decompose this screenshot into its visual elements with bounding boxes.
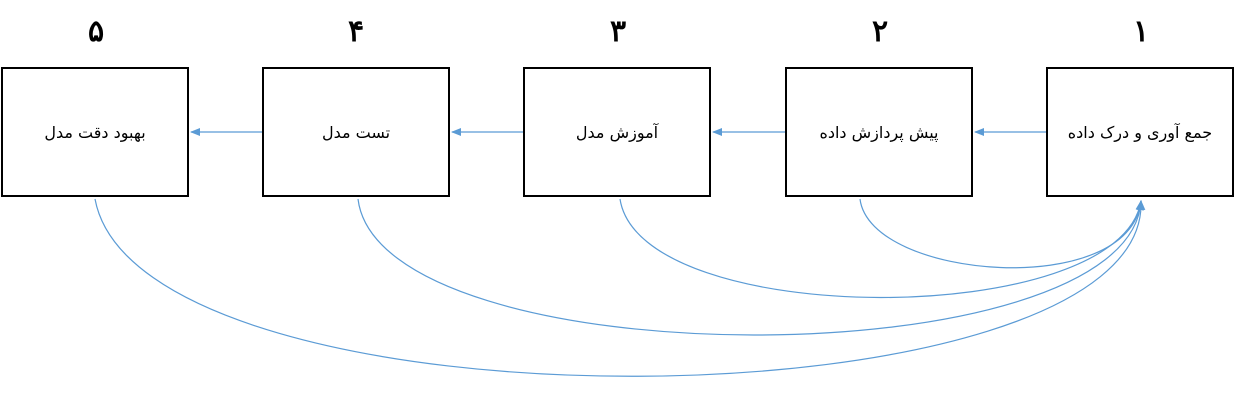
feedback-curve-from-3 — [619, 198, 1144, 299]
step-box-5: بهبود دقت مدل — [1, 67, 189, 197]
step-label-2: پیش پردازش داده — [819, 122, 939, 142]
step-box-4: تست مدل — [262, 67, 450, 197]
step-label-4: تست مدل — [321, 122, 391, 142]
step-number-5: ۵ — [87, 14, 105, 49]
step-number-3: ۳ — [609, 14, 627, 49]
step-label-3: آموزش مدل — [575, 122, 659, 142]
step-box-1: جمع آوری و درک داده — [1046, 67, 1234, 197]
step-label-5: بهبود دقت مدل — [44, 122, 146, 142]
step-number-4: ۴ — [347, 14, 365, 49]
feedback-curve-from-5 — [94, 198, 1146, 377]
step-number-1: ۱ — [1132, 14, 1150, 49]
step-label-1: جمع آوری و درک داده — [1067, 122, 1213, 142]
step-box-3: آموزش مدل — [523, 67, 711, 197]
step-box-2: پیش پردازش داده — [785, 67, 973, 197]
feedback-curve-from-2 — [859, 198, 1144, 269]
feedback-curve-from-4 — [357, 198, 1145, 336]
step-number-2: ۲ — [871, 14, 889, 49]
